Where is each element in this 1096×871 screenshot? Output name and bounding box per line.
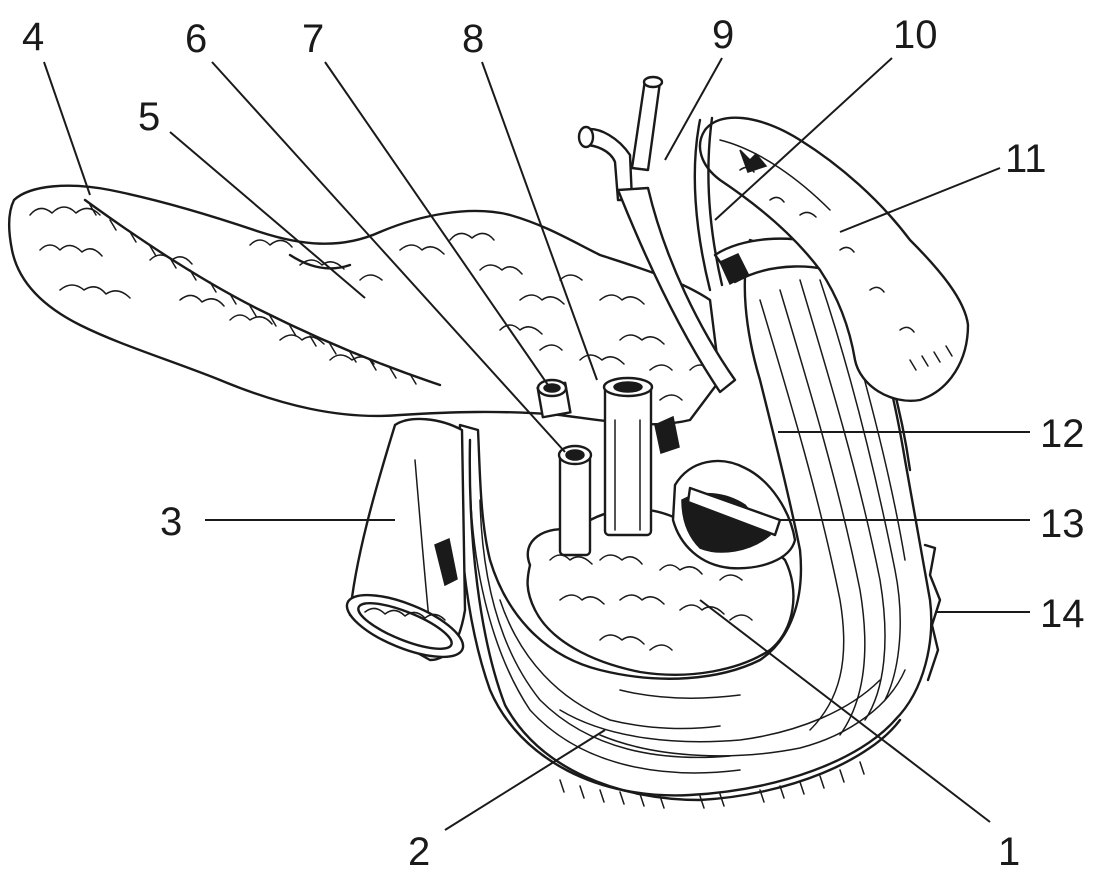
leader-4 [44,62,90,195]
label-11: 11 [1005,137,1047,181]
label-1: 1 [998,830,1020,871]
label-14: 14 [1040,592,1085,636]
ampulla-region [673,461,795,568]
label-4: 4 [22,15,44,59]
label-3: 3 [160,500,182,544]
label-12: 12 [1040,412,1085,456]
label-10: 10 [893,13,938,57]
leader-2 [445,730,605,830]
label-2: 2 [408,830,430,871]
label-7: 7 [302,17,324,61]
pylorus [339,419,470,670]
label-5: 5 [138,95,160,139]
label-13: 13 [1040,502,1085,546]
label-6: 6 [185,17,207,61]
label-9: 9 [712,13,734,57]
label-8: 8 [462,17,484,61]
